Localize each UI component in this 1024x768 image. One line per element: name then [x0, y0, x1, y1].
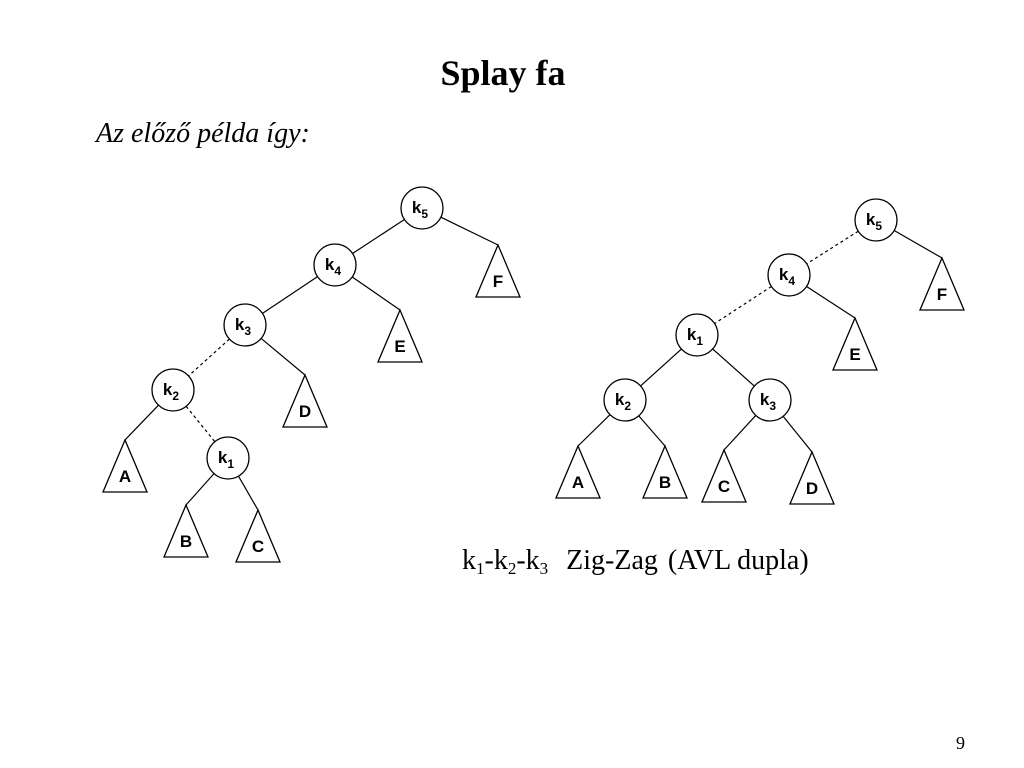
node-label: k1: [218, 448, 234, 471]
caption-note: (AVL dupla): [667, 545, 809, 576]
node-k5: k5: [400, 186, 444, 230]
subtree-label: D: [806, 479, 818, 498]
node-k3: k3: [748, 378, 792, 422]
subtree-label: B: [180, 532, 192, 551]
subtree-B: B: [163, 503, 209, 558]
edge-k2-A: [124, 404, 159, 441]
node-circle: [675, 313, 719, 357]
subtree-E: E: [377, 308, 423, 363]
subtree-D: D: [282, 373, 328, 428]
subtree-label: C: [718, 477, 730, 496]
subtree-triangle: [475, 243, 521, 298]
subtree-triangle: [163, 503, 209, 558]
node-circle: [313, 243, 357, 287]
edge-k3-D: [260, 337, 306, 376]
subtree-C: C: [701, 448, 747, 503]
subtree-C: C: [235, 508, 281, 563]
edge-k4-E: [351, 276, 401, 311]
node-label: k5: [866, 210, 882, 233]
edge-k5-F: [893, 229, 943, 259]
subtree-triangle: [701, 448, 747, 503]
slide-title: Splay fa: [440, 53, 566, 93]
edge-k1-C: [237, 475, 259, 511]
subtree-triangle: [282, 373, 328, 428]
node-k5: k5: [854, 198, 898, 242]
node-k2: k2: [151, 368, 195, 412]
node-circle: [767, 253, 811, 297]
subtree-triangle: [642, 444, 688, 499]
node-label: k1: [687, 325, 703, 348]
edge-k2-B: [638, 415, 666, 447]
node-k1: k1: [675, 313, 719, 357]
node-label: k4: [779, 265, 795, 288]
caption-rotation: Zig-Zag: [566, 545, 658, 576]
edge-k3-C: [723, 415, 757, 451]
subtree-label: F: [937, 285, 947, 304]
subtree-triangle: [789, 450, 835, 505]
rotation-caption: k1-k2-k3 Zig-Zag (AVL dupla): [462, 545, 809, 577]
subtree-label: B: [659, 473, 671, 492]
tree-before: F E D A B Ck5 k4 k3 k2 k1: [102, 186, 521, 563]
edge-k3-D: [782, 415, 813, 453]
edge-k4-E: [806, 285, 856, 319]
node-circle: [151, 368, 195, 412]
node-circle: [854, 198, 898, 242]
node-k4: k4: [313, 243, 357, 287]
subtree-A: A: [555, 444, 601, 499]
subtree-triangle: [919, 256, 965, 311]
edge-k1-k2: [640, 348, 682, 387]
subtree-triangle: [235, 508, 281, 563]
node-label: k2: [615, 390, 631, 413]
subtree-E: E: [832, 316, 878, 371]
edge-k5-k4: [352, 219, 405, 254]
node-circle: [206, 436, 250, 480]
node-label: k4: [325, 255, 341, 278]
subtree-triangle: [832, 316, 878, 371]
subtree-triangle: [377, 308, 423, 363]
node-label: k3: [760, 390, 776, 413]
subtree-label: F: [493, 272, 503, 291]
edge-k5-k4: [806, 230, 859, 265]
subtree-D: D: [789, 450, 835, 505]
node-k1: k1: [206, 436, 250, 480]
edge-k1-k3: [712, 348, 755, 387]
page-number: 9: [956, 733, 965, 753]
subtree-label: A: [572, 473, 584, 492]
node-label: k3: [235, 315, 251, 338]
edge-k2-k1: [185, 405, 216, 443]
edge-k4-k1: [714, 285, 772, 325]
node-k4: k4: [767, 253, 811, 297]
subtree-triangle: [102, 438, 148, 493]
node-k3: k3: [223, 303, 267, 347]
tree-after: F E A B C Dk5 k4 k1 k2 k3: [555, 198, 965, 505]
subtree-label: D: [299, 402, 311, 421]
node-k2: k2: [603, 378, 647, 422]
edge-k5-F: [440, 216, 499, 246]
subtree-label: C: [252, 537, 264, 556]
subtree-F: F: [475, 243, 521, 298]
node-circle: [223, 303, 267, 347]
edge-k4-k3: [262, 276, 318, 314]
subtree-A: A: [102, 438, 148, 493]
caption-sequence: k1-k2-k3: [462, 545, 549, 578]
node-circle: [603, 378, 647, 422]
edge-k2-A: [577, 414, 611, 447]
node-label: k2: [163, 380, 179, 403]
slide-subtitle: Az előző példa így:: [96, 118, 310, 149]
node-label: k5: [412, 198, 428, 221]
subtree-label: E: [394, 337, 405, 356]
subtree-triangle: [555, 444, 601, 499]
subtree-B: B: [642, 444, 688, 499]
edge-k3-k2: [188, 338, 230, 377]
node-circle: [400, 186, 444, 230]
edge-k1-B: [185, 473, 215, 506]
subtree-label: E: [849, 345, 860, 364]
node-circle: [748, 378, 792, 422]
subtree-F: F: [919, 256, 965, 311]
subtree-label: A: [119, 467, 131, 486]
